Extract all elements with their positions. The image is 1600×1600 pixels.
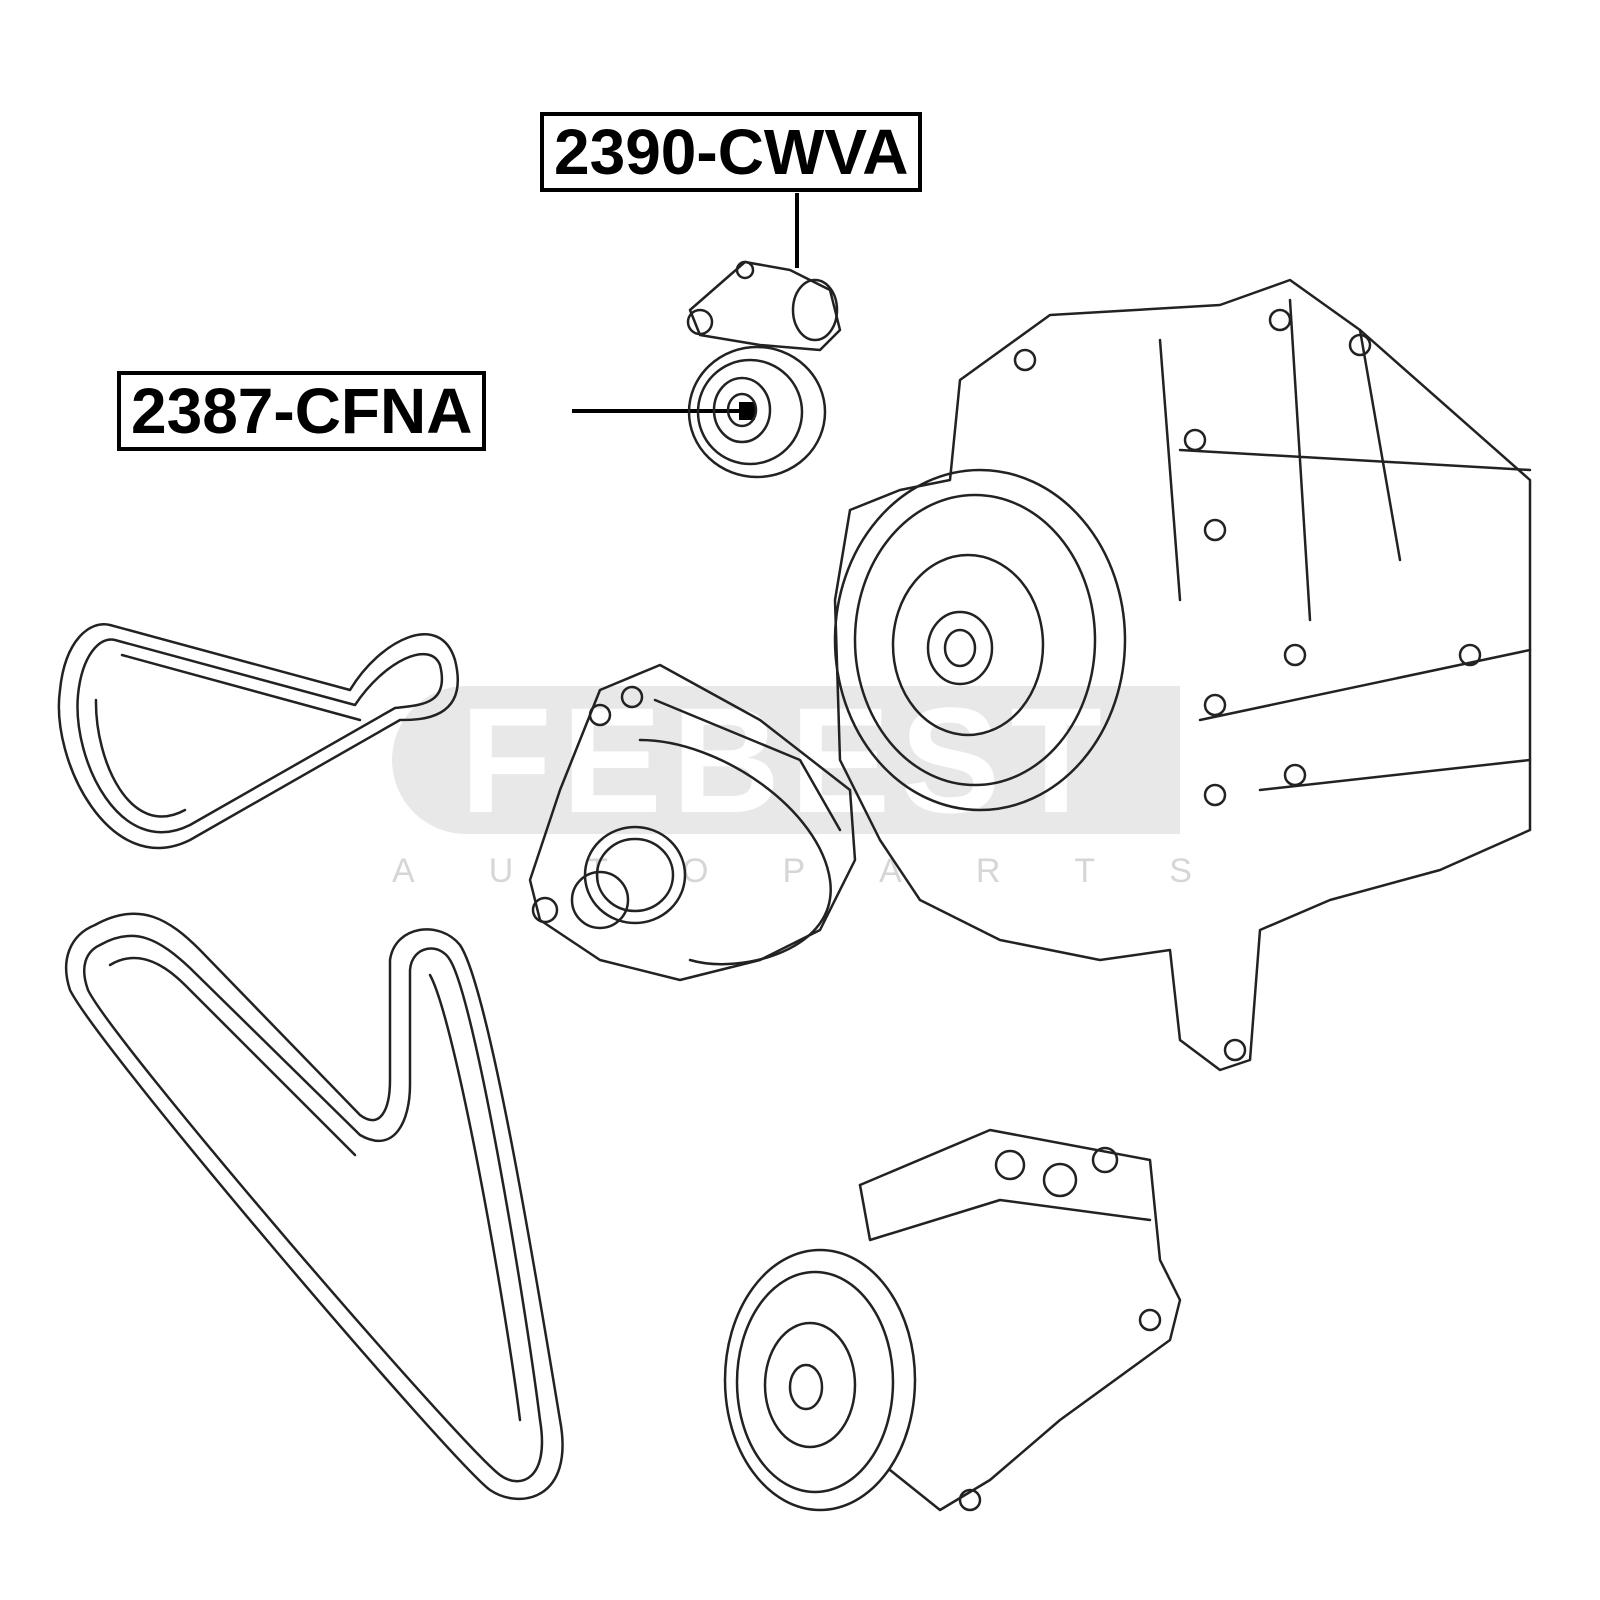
belt-tensioner: [686, 260, 842, 352]
tagline-letter: O: [682, 852, 709, 890]
tagline-letter: T: [1074, 852, 1096, 890]
short-ribbed-belt: [57, 623, 459, 849]
engine-block: [833, 278, 1532, 1072]
long-ribbed-belt: [65, 912, 564, 1501]
part-label-2390-cwva[interactable]: 2390-CWVA: [540, 112, 923, 192]
tagline-letter: P: [782, 852, 806, 890]
tagline-letter: R: [975, 852, 1001, 890]
tagline-letter: A: [879, 852, 902, 890]
ac-compressor: [723, 1128, 1182, 1512]
idler-pulley: [687, 345, 827, 479]
part-number-text: 2387-CFNA: [131, 375, 473, 447]
part-label-2387-cfna[interactable]: 2387-CFNA: [117, 371, 487, 451]
part-number-text: 2390-CWVA: [554, 116, 909, 188]
watermark-tagline: A U T O P A R T S: [392, 852, 1192, 891]
tagline-letter: S: [1169, 852, 1192, 890]
tagline-letter: A: [392, 852, 415, 890]
tagline-letter: U: [488, 852, 514, 890]
watermark-logo: FEBEST: [392, 676, 1180, 844]
watermark-brand: FEBEST: [460, 675, 1112, 844]
alternator: [528, 663, 857, 982]
leader-dot: [739, 402, 755, 420]
